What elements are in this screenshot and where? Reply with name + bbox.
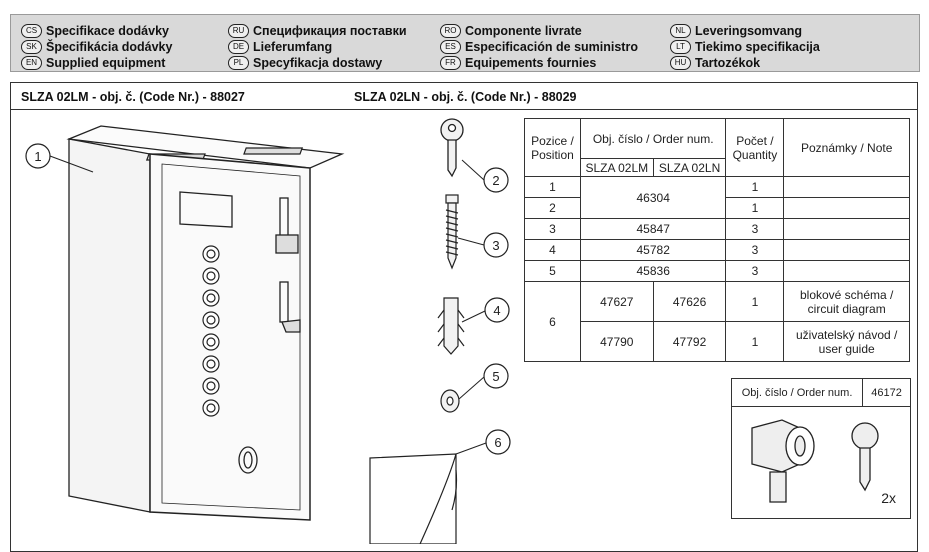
code-bar: SLZA 02LM - obj. č. (Code Nr.) - 88027 S… [10,82,918,110]
cabinet-door [161,163,301,511]
spare-key-icon [851,421,879,450]
callout-5-label: 5 [492,369,499,384]
header-order-num: Obj. číslo / Order num. [579,118,727,159]
callout-leaders [49,155,487,455]
callout-2 [483,167,509,193]
lang-column-2: RU Спецификация поставки DE Lieferumfang P… [228,23,407,71]
lang-code-badge: RO [440,24,461,38]
lang-code-badge: FR [440,56,461,70]
lang-code-badge: SK [21,40,42,54]
table-row: 1 46304 1 [524,176,910,219]
callout-1-label: 1 [34,149,41,164]
lock-cam-icon [769,470,787,503]
parts-illustration: 1 2 3 4 5 6 [25,118,511,544]
callout-6 [485,429,511,455]
callout-4 [484,297,510,323]
callout-2-label: 2 [492,173,499,188]
lang-title: Спецификация поставки [253,24,407,38]
lang-code-badge: PL [228,56,249,70]
lock-cylinder [243,451,253,469]
lang-column-4: NL Leveringsomvang LT Tiekimo specifikacij… [670,23,820,71]
lang-title: Componente livrate [465,24,582,38]
button-column [202,245,220,417]
header-note: Poznámky / Note [783,118,910,177]
key-set-order: 46172 [862,378,911,407]
table-row: 3 45847 3 [524,218,910,240]
lang-column-1: CS Specifikace dodávky SK Špecifikácia dod… [21,23,172,71]
header-model-ln: SLZA 02LN [652,158,727,177]
lang-title: Specifikace dodávky [46,24,169,38]
table-row: 2 1 [524,197,910,219]
display-window [179,191,233,228]
header-quantity: Počet / Quantity [725,118,785,177]
cabinet-front [149,153,311,521]
lock-and-keys-illustration [751,418,879,503]
lang-code-badge: EN [21,56,42,70]
hinge [243,147,304,155]
key-set-table: Obj. číslo / Order num. 46172 2x [730,378,911,519]
lang-column-3: RO Componente livrate ES Especificación de… [440,23,638,71]
lang-code-badge: DE [228,40,249,54]
code-label-lm: SLZA 02LM - obj. č. (Code Nr.) - 88027 [21,90,245,104]
lang-title: Especificación de suministro [465,40,638,54]
callout-4-label: 4 [493,303,500,318]
lang-code-badge: LT [670,40,691,54]
callout-1 [25,143,51,169]
lang-title: Equipements fournies [465,56,597,70]
language-header: CS Specifikace dodávky SK Špecifikácia dod… [10,14,920,72]
header-position: Pozice / Position [524,118,581,177]
lang-title: Tiekimo specifikacija [695,40,820,54]
lang-title: Supplied equipment [46,56,166,70]
lang-code-badge: RU [228,24,249,38]
header-model-lm: SLZA 02LM [579,158,654,177]
document-icon [369,453,458,544]
wall-plug-icon [437,297,465,355]
lock-keyway-icon [794,434,806,457]
lang-title: Lieferumfang [253,40,333,54]
coin-slot-base [275,234,299,254]
callout-5 [483,363,509,389]
lang-code-badge: ES [440,40,461,54]
key-set-label: Obj. číslo / Order num. [730,378,864,407]
lang-title: Tartozékok [695,56,761,70]
key-quantity: 2x [881,490,896,506]
callout-3 [483,232,509,258]
lang-title: Leveringsomvang [695,24,802,38]
coin-return-lip [281,319,301,333]
lock-icon [238,446,258,474]
key-icon [440,118,464,178]
cabinet-top [66,125,345,169]
code-label-ln: SLZA 02LN - obj. č. (Code Nr.) - 88029 [354,90,577,104]
table-row: 47790 47792 1 uživatelský návod / user g… [525,321,910,362]
callout-3-label: 3 [492,238,499,253]
parts-table: Pozice / Position Obj. číslo / Order num… [524,118,910,362]
callout-6-label: 6 [494,435,501,450]
table-row: 4 45782 3 [524,239,910,261]
washer-icon [440,389,460,413]
lang-title: Specyfikacja dostawy [253,56,383,70]
cabinet-side [68,138,151,513]
table-row: 6 47627 47626 1 blokové schéma / circuit… [524,281,910,362]
screw-icon [445,194,459,270]
lang-code-badge: HU [670,56,691,70]
lang-title: Špecifikácia dodávky [46,40,173,54]
lang-code-badge: NL [670,24,691,38]
table-row: 5 45836 3 [524,260,910,282]
lang-code-badge: CS [21,24,42,38]
